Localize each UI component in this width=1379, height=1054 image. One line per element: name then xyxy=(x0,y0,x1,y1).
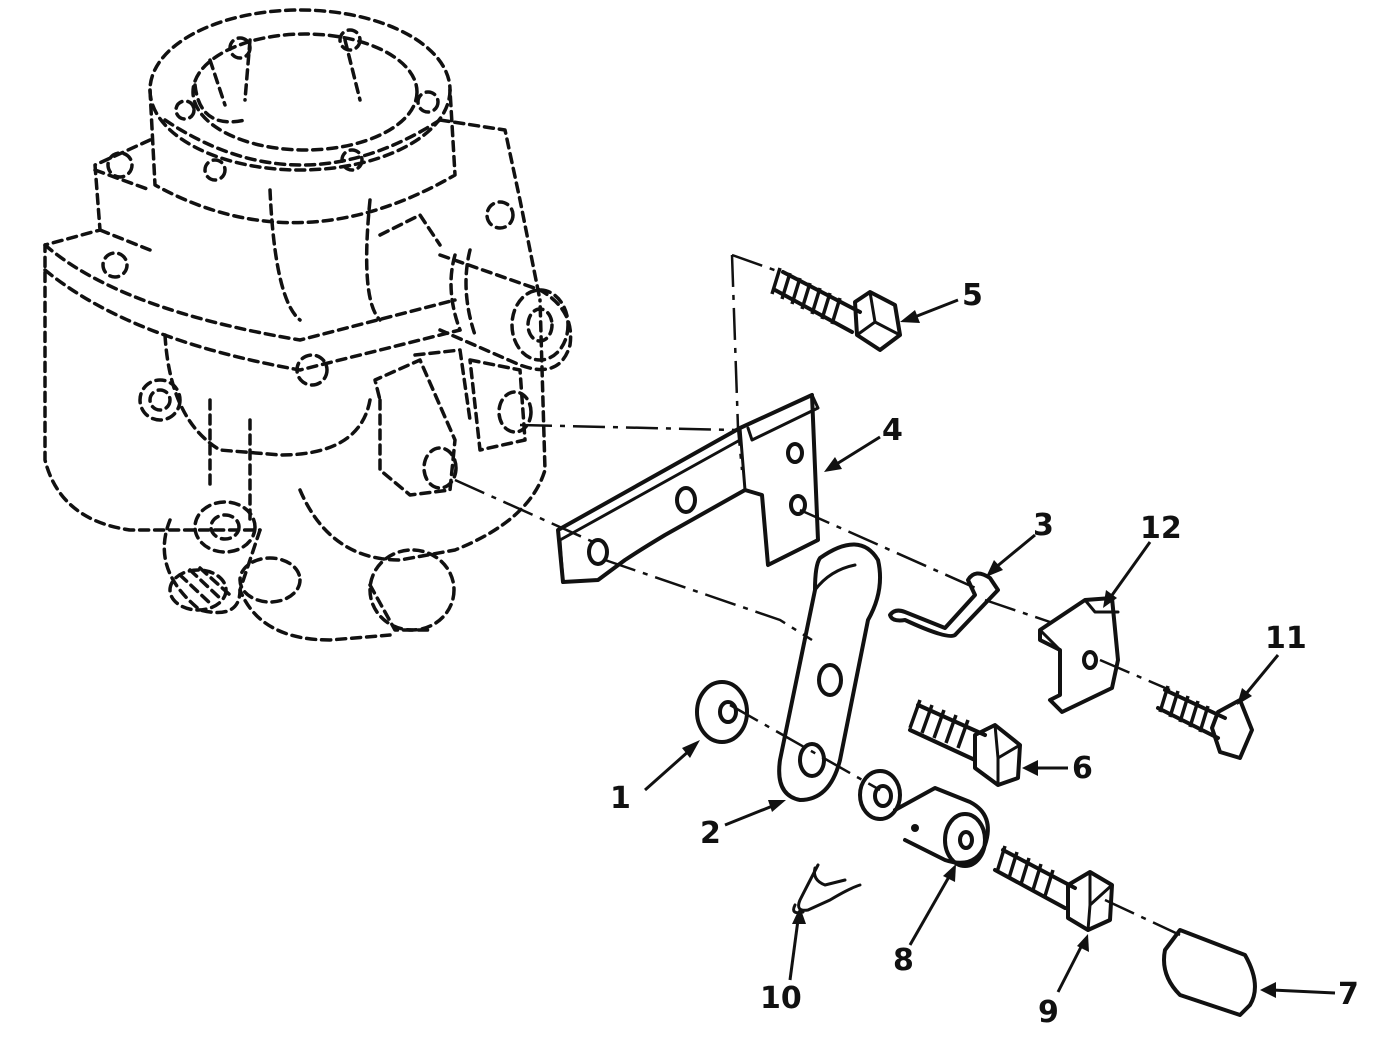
callout-8: 8 xyxy=(893,864,956,978)
callout-number-4: 4 xyxy=(882,413,903,448)
washer-part-1 xyxy=(695,680,749,744)
wire-clip-part-3 xyxy=(888,571,1000,638)
callout-number-9: 9 xyxy=(1038,995,1059,1030)
bracket-part-4 xyxy=(556,393,820,584)
callout-4: 4 xyxy=(824,413,903,472)
callout-number-1: 1 xyxy=(610,781,631,816)
callout-number-8: 8 xyxy=(893,943,914,978)
callout-7: 7 xyxy=(1260,977,1359,1012)
callout-number-2: 2 xyxy=(700,816,721,851)
callout-12: 12 xyxy=(1103,511,1182,608)
bolt-part-5 xyxy=(770,267,902,352)
callout-11: 11 xyxy=(1237,621,1307,705)
bolt-part-6 xyxy=(908,699,1022,787)
callout-number-5: 5 xyxy=(962,278,983,313)
link-part-2 xyxy=(777,542,882,802)
callout-10: 10 xyxy=(760,907,806,1016)
callout-number-11: 11 xyxy=(1265,621,1307,656)
carburetor-body-phantom xyxy=(43,8,573,642)
screw-part-9 xyxy=(993,845,1114,932)
cap-part-7 xyxy=(1162,928,1257,1017)
cotter-pin-part-10 xyxy=(792,863,862,915)
callout-5: 5 xyxy=(900,278,983,323)
callout-2: 2 xyxy=(700,800,786,851)
clamp-part-12 xyxy=(1038,596,1120,714)
callout-number-3: 3 xyxy=(1033,508,1054,543)
callout-number-12: 12 xyxy=(1140,511,1182,546)
callout-6: 6 xyxy=(1022,751,1093,786)
callout-3: 3 xyxy=(986,508,1054,577)
callout-number-6: 6 xyxy=(1072,751,1093,786)
callout-1: 1 xyxy=(610,740,700,816)
callout-9: 9 xyxy=(1038,934,1089,1030)
swivel-part-8 xyxy=(858,769,990,868)
screw-part-11 xyxy=(1156,685,1254,760)
callout-number-10: 10 xyxy=(760,981,802,1016)
callout-number-7: 7 xyxy=(1338,977,1359,1012)
